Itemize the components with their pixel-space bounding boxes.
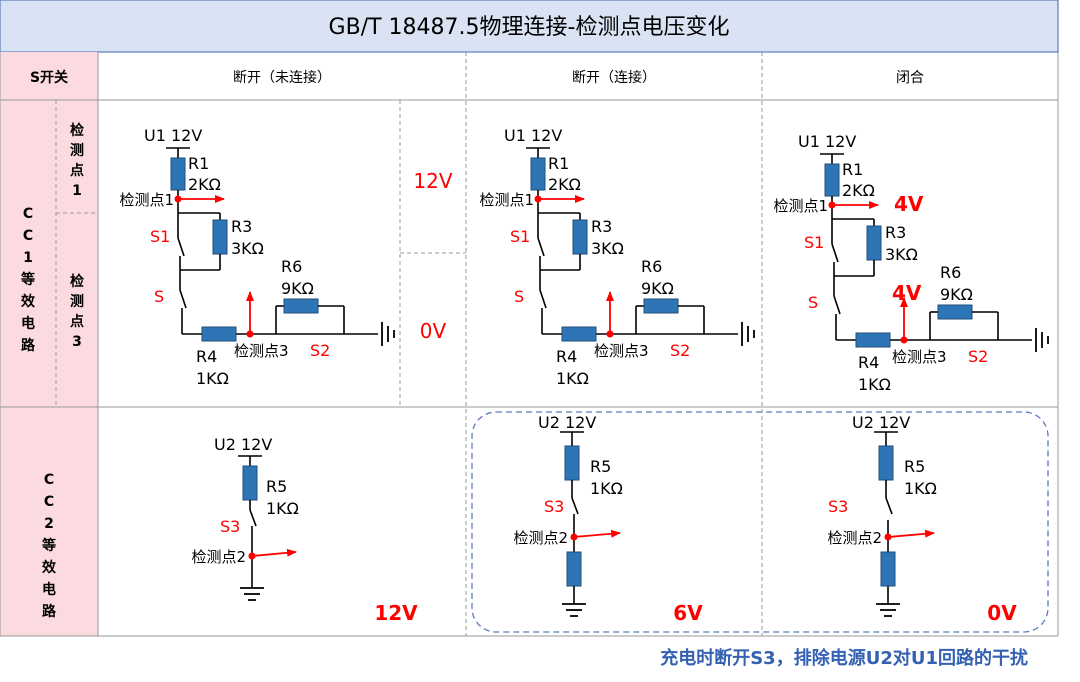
point2-label: 检测点2 [513,529,568,547]
r5-value: 1KΩ [904,479,937,498]
footnote: 充电时断开S3，排除电源U2对U1回路的干扰 [660,647,1028,669]
s1-label: S1 [804,233,824,252]
voltage-col3-point3: 4V [892,281,922,305]
voltage-col1-point1: 12V [413,169,452,193]
point2-label: 检测点2 [827,529,882,547]
r1-value: 2KΩ [188,175,221,194]
r6-name: R6 [641,257,662,276]
voltage-col3-point1: 4V [894,192,924,216]
supply-label: U2 12V [852,413,910,432]
s1-label: S1 [510,227,530,246]
s3-label: S3 [544,497,564,516]
r1-value: 2KΩ [842,181,875,200]
supply-label: U1 12V [144,126,202,145]
voltage-cc2-col1: 12V [374,601,418,625]
r5-name: R5 [904,457,925,476]
point1-label: 检测点1 [773,197,828,215]
s2-label: S2 [968,347,988,366]
supply-label: U1 12V [798,132,856,151]
col-header-closed: 闭合 [896,70,924,86]
table-grid [0,52,1059,637]
r3-value: 3KΩ [885,245,918,264]
s-label: S [808,293,818,312]
voltage-col1-point3: 0V [420,319,447,343]
cc2-circuit-closed: U2 12V R5 1KΩ S3 检测点2 [827,413,937,617]
header-label-cell [0,52,98,100]
cc2-label-cell [0,407,98,636]
point3-label: 检测点3 [234,342,289,360]
r5-name: R5 [590,457,611,476]
col-header-open-unconnected: 断开（未连接） [233,69,331,86]
supply-label: U2 12V [214,435,272,454]
r3-value: 3KΩ [591,239,624,258]
r3-name: R3 [231,217,252,236]
cc1-label-cell [0,100,98,407]
point3-label: 检测点3 [892,348,947,366]
r1-value: 2KΩ [548,175,581,194]
s-switch-header: S开关 [30,69,68,86]
s3-label: S3 [828,497,848,516]
cc2-circuit-open-unconnected: U2 12V R5 1KΩ S3 检测点2 [191,435,299,600]
voltage-cc2-col2: 6V [673,601,703,625]
voltage-cc2-col3: 0V [987,601,1017,625]
r6-value: 9KΩ [281,279,314,298]
s3-label: S3 [220,517,240,536]
supply-label: U1 12V [504,126,562,145]
r6-name: R6 [281,257,302,276]
page-title: GB/T 18487.5物理连接-检测点电压变化 [329,15,730,40]
cc1-circuit-open-unconnected: U1 12V R1 2KΩ 检测点1 R3 3KΩ S1 S R6 9KΩ R4… [119,126,394,388]
cc1-circuit-open-connected: U1 12V R1 2KΩ 检测点1 R3 3KΩ S1 S R6 9KΩ R4… [479,126,754,388]
r1-name: R1 [548,154,569,173]
s-label: S [154,287,164,306]
r4-name: R4 [858,353,879,372]
connected-states-highlight [471,411,1049,633]
r5-value: 1KΩ [590,479,623,498]
r4-value: 1KΩ [858,375,891,394]
col-header-open-connected: 断开（连接） [572,69,656,86]
r5-value: 1KΩ [266,499,299,518]
r1-name: R1 [842,160,863,179]
r6-name: R6 [940,263,961,282]
r3-name: R3 [591,217,612,236]
r6-value: 9KΩ [940,285,973,304]
s1-label: S1 [150,227,170,246]
supply-label: U2 12V [538,413,596,432]
s-label: S [514,287,524,306]
s2-label: S2 [310,341,330,360]
title-bar [0,0,1059,53]
point2-label: 检测点2 [191,548,246,566]
cc1-circuit-closed: U1 12V R1 2KΩ 检测点1 R3 3KΩ S1 S R6 9KΩ R4… [773,132,1048,394]
point1-label: 检测点1 [119,191,174,209]
r3-value: 3KΩ [231,239,264,258]
r3-name: R3 [885,223,906,242]
r6-value: 9KΩ [641,279,674,298]
r1-name: R1 [188,154,209,173]
s2-label: S2 [670,341,690,360]
point3-label: 检测点3 [594,342,649,360]
point1-label: 检测点1 [479,191,534,209]
r4-value: 1KΩ [556,369,589,388]
cc2-circuit-open-connected: U2 12V R5 1KΩ S3 检测点2 [513,413,623,617]
r5-name: R5 [266,477,287,496]
r4-value: 1KΩ [196,369,229,388]
r4-name: R4 [556,347,577,366]
r4-name: R4 [196,347,217,366]
